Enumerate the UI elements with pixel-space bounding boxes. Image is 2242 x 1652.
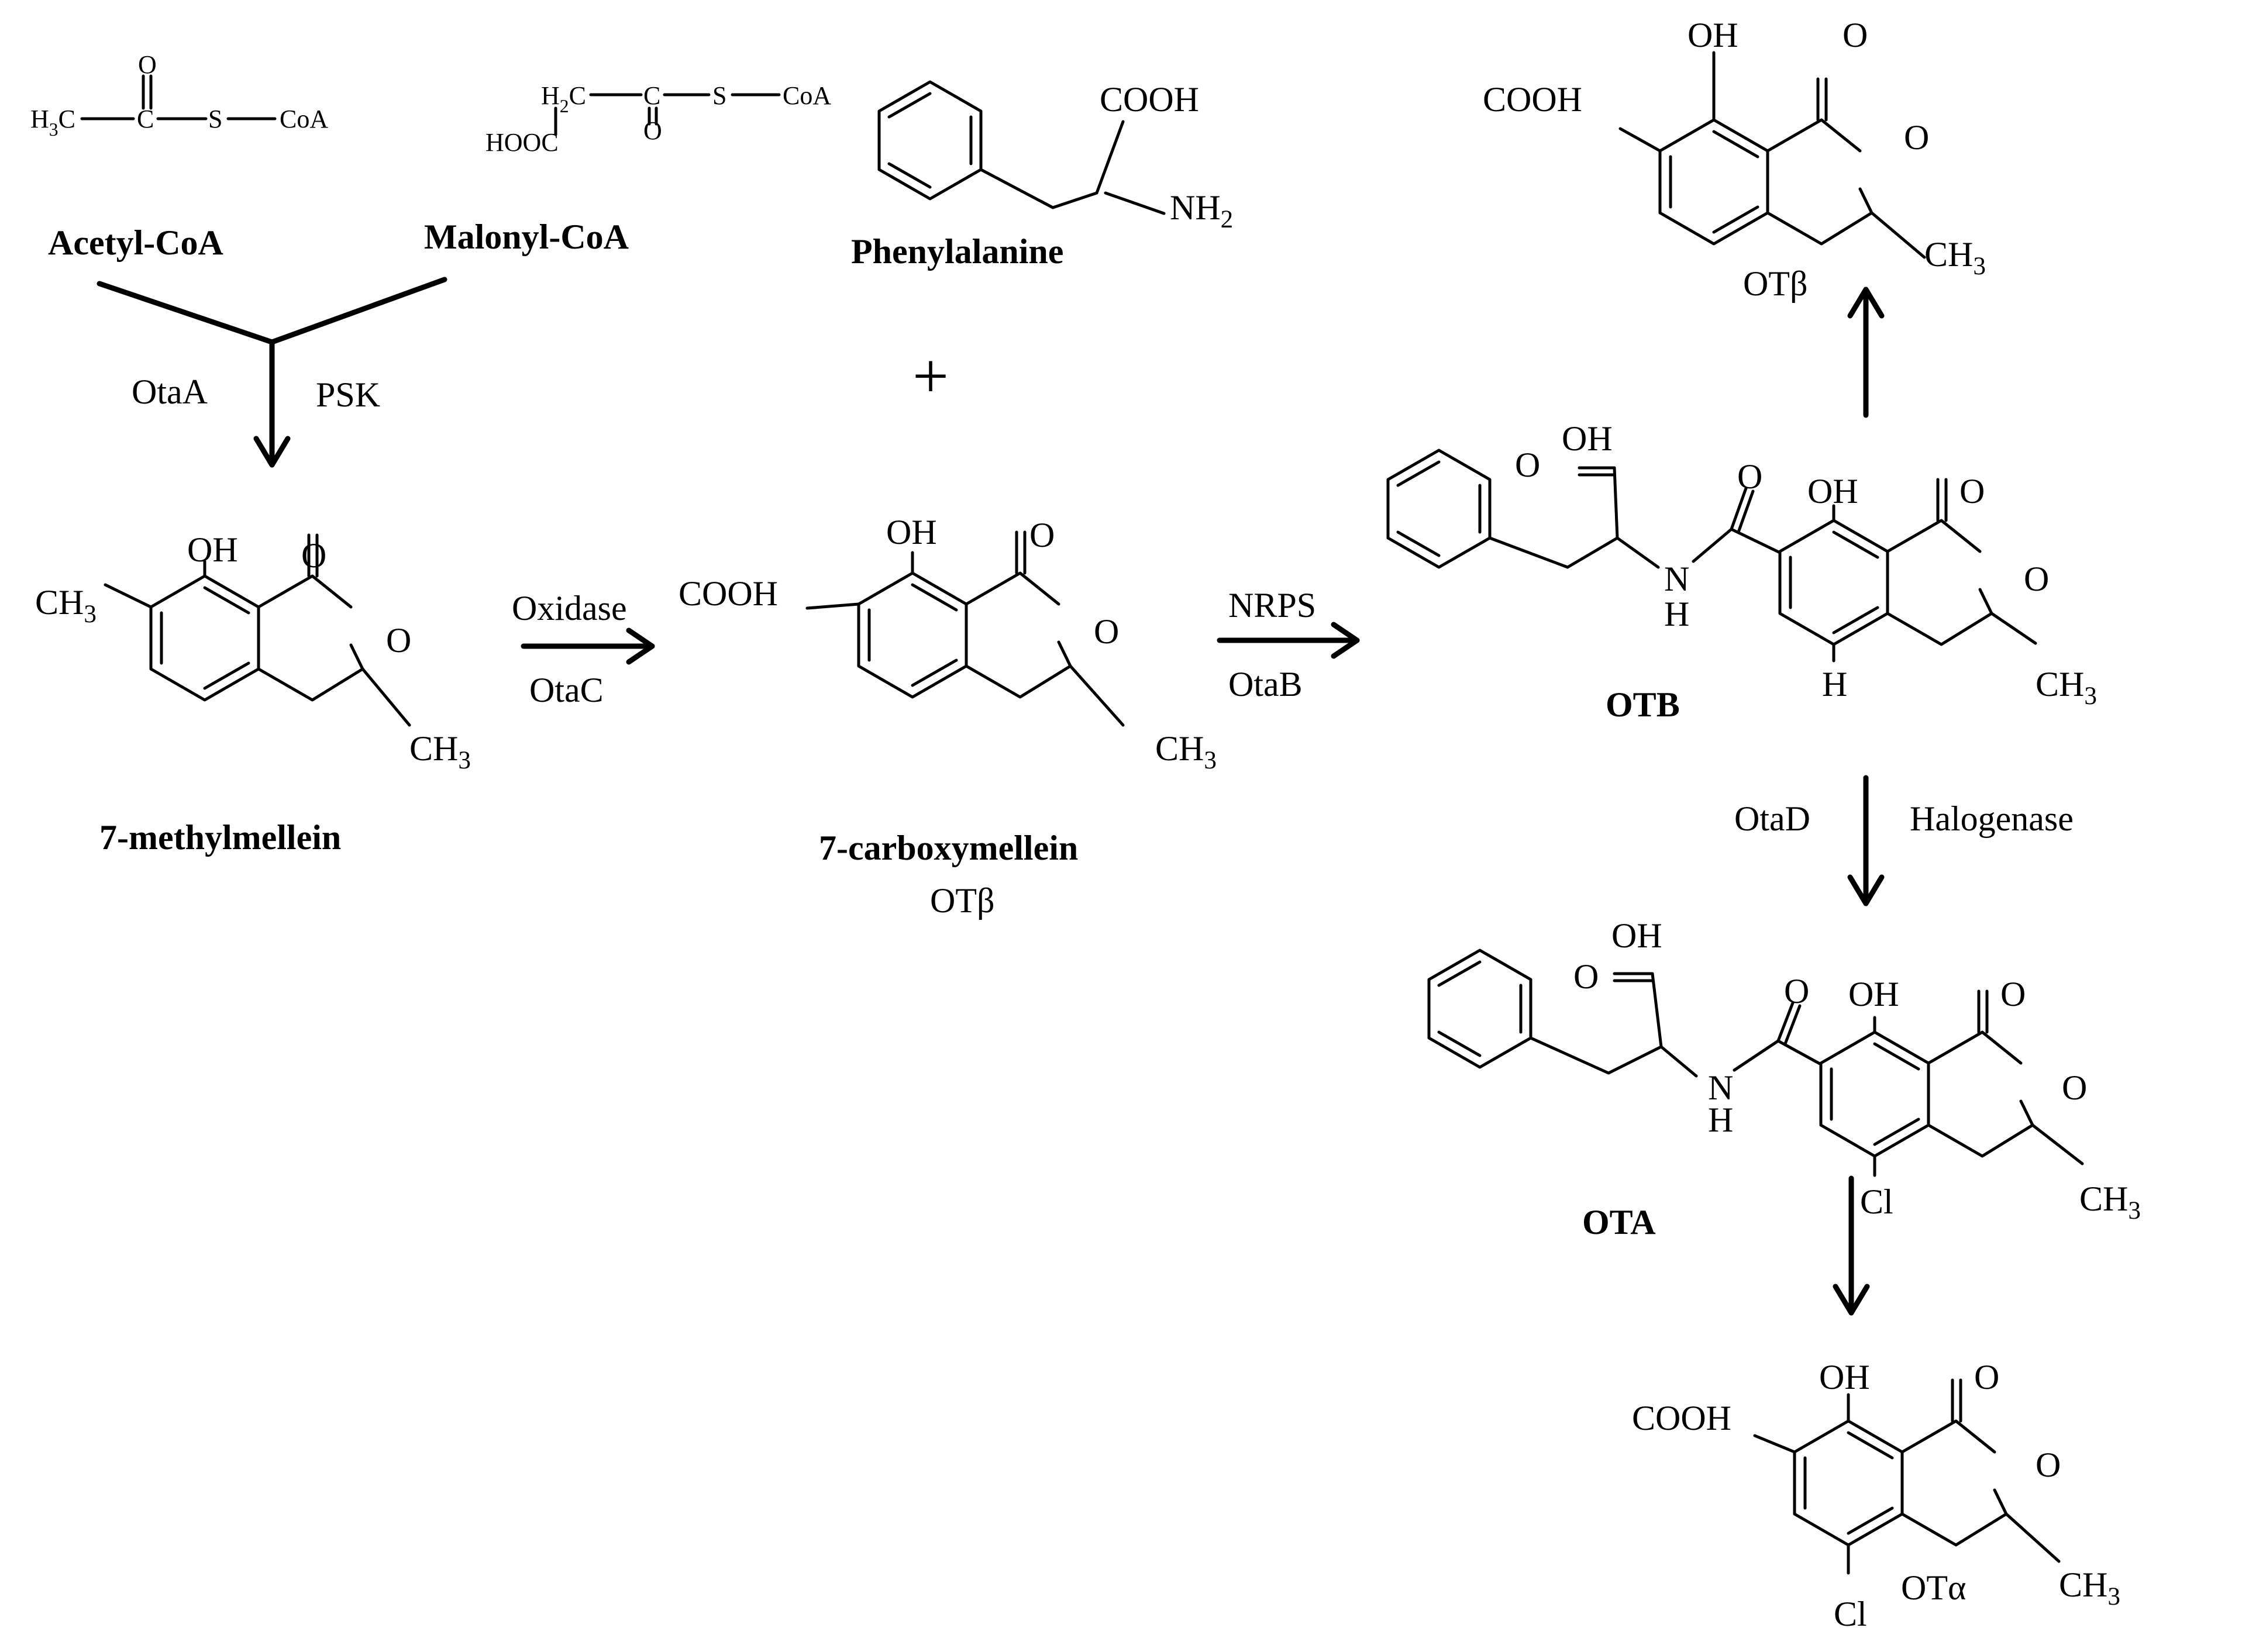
- otbeta-o-ring: O: [1904, 118, 1929, 157]
- otbeta-structure: OH O O COOH CH3: [1483, 16, 1986, 280]
- acetyl-coa-name: Acetyl-CoA: [48, 223, 223, 262]
- otb-acid-o: O: [1515, 446, 1540, 484]
- halogenase-right-label: Halogenase: [1910, 799, 2074, 838]
- methylmellein-ch3-sub: CH3: [35, 583, 97, 628]
- carboxymellein-cooh-label: COOH: [679, 574, 778, 613]
- oxidase-arrowhead: [626, 627, 655, 665]
- otb-structure: OH O O N H OH O O CH3 H: [1388, 419, 2097, 710]
- phenylalanine-name: Phenylalanine: [851, 232, 1063, 271]
- otb-h-label: H: [1822, 665, 1847, 703]
- malonyl-s-label: S: [712, 81, 726, 110]
- pks-arrow: [97, 277, 447, 468]
- acetyl-s-label: S: [208, 105, 222, 133]
- otalpha-cooh-label: COOH: [1632, 1399, 1731, 1437]
- malonyl-hooc-label: HOOC: [485, 128, 559, 157]
- methylmellein-structure: OH O O CH3 CH3: [35, 530, 471, 774]
- plus-sign: +: [912, 340, 949, 412]
- otb-to-otbeta-arrowhead: [1847, 287, 1885, 319]
- ota-acid-oh: OH: [1611, 916, 1662, 955]
- carboxymellein-o-ring: O: [1094, 612, 1119, 651]
- carboxymellein-structure: OH O O COOH CH3: [679, 513, 1217, 774]
- ota-amide-o: O: [1784, 972, 1809, 1010]
- ota-nh-h: H: [1708, 1101, 1733, 1139]
- otb-ch3: CH3: [2036, 665, 2097, 710]
- methylmellein-o-ring: O: [386, 621, 411, 660]
- methylmellein-o-carbonyl: O: [301, 536, 326, 575]
- ota-cl-label: Cl: [1860, 1182, 1893, 1221]
- malonyl-h2c-label: H2C: [541, 81, 586, 116]
- otalpha-name: OTα: [1901, 1568, 1966, 1607]
- ota-to-otalpha-arrowhead: [1833, 1284, 1870, 1316]
- nrps-arrowhead: [1331, 622, 1360, 659]
- ota-nh-n: N: [1708, 1068, 1733, 1107]
- phenylalanine-structure: COOH NH2: [879, 80, 1233, 233]
- malonyl-o-label: O: [643, 116, 662, 145]
- otbeta-name: OTβ: [1743, 264, 1808, 303]
- malonyl-coa-structure: H2C C O S CoA HOOC: [485, 81, 831, 157]
- otbeta-cooh-label: COOH: [1483, 80, 1582, 119]
- methylmellein-oh-label: OH: [187, 530, 238, 569]
- ota-oh-label: OH: [1848, 975, 1899, 1013]
- phenylalanine-nh2-label: NH2: [1170, 188, 1233, 233]
- ota-name: OTA: [1582, 1203, 1656, 1241]
- carboxymellein-name: 7-carboxymellein: [819, 829, 1078, 867]
- pks-left-label: OtaA: [132, 373, 208, 411]
- otbeta-ch3: CH3: [1924, 235, 1986, 280]
- otbeta-oh-label: OH: [1687, 16, 1738, 54]
- otalpha-oh-label: OH: [1819, 1358, 1870, 1396]
- ota-o-ring: O: [2062, 1068, 2087, 1107]
- carboxymellein-oh-label: OH: [886, 513, 937, 551]
- otb-name: OTB: [1606, 685, 1680, 724]
- ota-ch3: CH3: [2079, 1179, 2141, 1225]
- ota-acid-o: O: [1573, 957, 1599, 996]
- acetyl-coa-label: CoA: [280, 105, 328, 133]
- methylmellein-ch3: CH3: [409, 729, 471, 774]
- otb-o-ring: O: [2024, 560, 2049, 598]
- oxidase-top-label: Oxidase: [512, 589, 627, 627]
- ota-o-carbonyl: O: [2000, 975, 2026, 1013]
- otalpha-ch3: CH3: [2059, 1565, 2120, 1610]
- acetyl-coa-structure: H3C C O S CoA: [30, 50, 328, 140]
- otalpha-cl-label: Cl: [1834, 1595, 1867, 1633]
- malonyl-coa-label: CoA: [783, 81, 831, 110]
- ota-structure: OH O O N H OH O O CH3 Cl: [1429, 916, 2141, 1225]
- malonyl-c-label: C: [643, 81, 660, 110]
- carboxymellein-o-carbonyl: O: [1029, 516, 1055, 554]
- nrps-bottom-label: OtaB: [1228, 665, 1303, 703]
- otb-oh-label: OH: [1807, 472, 1858, 511]
- acetyl-o-label: O: [138, 50, 157, 79]
- pks-right-label: PSK: [316, 375, 380, 414]
- otb-nh-h: H: [1664, 595, 1689, 633]
- halogenase-left-label: OtaD: [1734, 799, 1810, 838]
- otalpha-structure: OH O O COOH CH3 Cl: [1632, 1358, 2120, 1633]
- methylmellein-name: 7-methylmellein: [99, 818, 341, 857]
- carboxymellein-alias: OTβ: [930, 881, 995, 920]
- otalpha-o-carbonyl: O: [1974, 1358, 1999, 1396]
- nrps-top-label: NRPS: [1228, 586, 1316, 625]
- otbeta-o-carbonyl: O: [1842, 16, 1868, 54]
- otb-acid-oh: OH: [1562, 419, 1613, 458]
- acetyl-h3c-label: H3C: [30, 105, 75, 140]
- oxidase-bottom-label: OtaC: [529, 671, 604, 709]
- otb-amide-o: O: [1737, 457, 1762, 496]
- otalpha-o-ring: O: [2036, 1446, 2061, 1484]
- otb-nh-n: N: [1664, 560, 1689, 598]
- malonyl-coa-name: Malonyl-CoA: [424, 218, 629, 256]
- carboxymellein-ch3: CH3: [1155, 729, 1217, 774]
- phenylalanine-cooh-label: COOH: [1100, 80, 1199, 119]
- halogenase-arrowhead: [1847, 874, 1885, 906]
- otb-o-carbonyl: O: [1959, 472, 1985, 511]
